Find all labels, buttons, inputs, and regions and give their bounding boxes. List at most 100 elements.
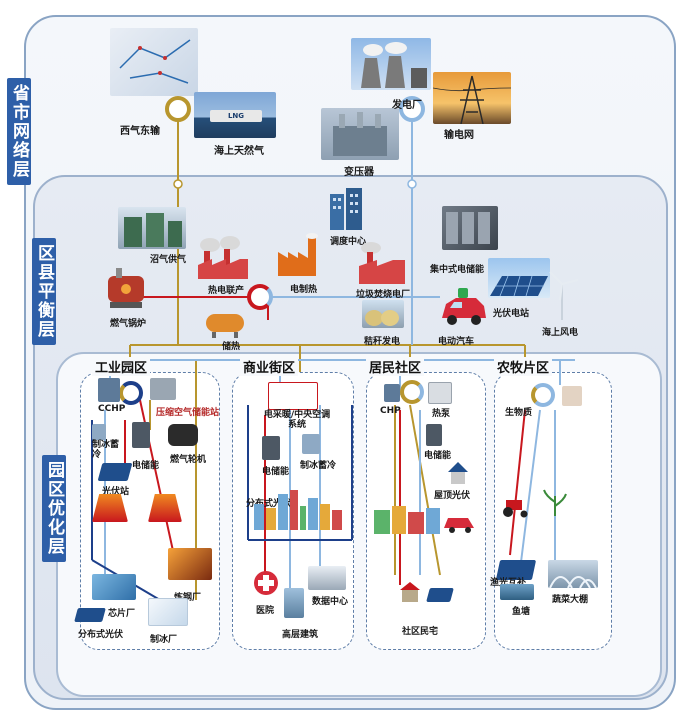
dist-pv-label: 分布式光伏 [78, 630, 124, 640]
residential-chp-label: CHP [380, 406, 401, 416]
ice-plant-label: 制冰厂 [150, 635, 178, 645]
fishpond-image [500, 584, 534, 600]
cchp-label: CCHP [98, 404, 126, 414]
waste-plant-icon [357, 240, 407, 284]
biomass-label: 生物质 [505, 408, 533, 418]
ice-storage-icon [92, 424, 106, 440]
commercial-ice-storage-label: 制冰蓄冷 [300, 461, 337, 471]
residential-e-storage-label: 电储能 [424, 451, 452, 461]
fishpond-label: 鱼塘 [512, 607, 531, 617]
ac-system-label: 电采暖/中央空调系统 [263, 410, 331, 430]
ev-label: 电动汽车 [438, 337, 475, 347]
industrial-pv-label: 光伏站 [102, 487, 130, 497]
province-layer-label: 省市网络层 [7, 78, 31, 185]
farm-zone-title: 农牧片区 [494, 357, 553, 376]
dist-pv-icon [74, 608, 106, 622]
datacenter-label: 数据中心 [312, 597, 349, 607]
waste-plant-label: 垃圾焚烧电厂 [356, 290, 411, 300]
datacenter-image [308, 566, 346, 590]
transformer-label: 变压器 [344, 167, 374, 178]
highrise-image [284, 588, 304, 618]
chp-plant-label: 热电联产 [208, 286, 245, 296]
lng-ship-text: LNG [210, 110, 262, 122]
heat-pump-label: 热泵 [432, 409, 451, 419]
ev-icon [438, 286, 490, 328]
caes-label: 压缩空气储能站 [156, 408, 220, 418]
fish-pv-label: 渔光互补 [490, 578, 527, 588]
industrial-e-storage-icon [132, 422, 150, 448]
offshore-wind-icon [542, 270, 582, 320]
gas-turbine-icon [168, 424, 198, 446]
pipeline-map-image [110, 28, 198, 96]
gas-boiler-label: 燃气锅炉 [110, 319, 147, 329]
lng-ship-image: LNG [194, 92, 276, 138]
straw-power-label: 秸秆发电 [364, 337, 401, 347]
chip-plant-label: 芯片厂 [108, 609, 136, 619]
power-plant-label: 发电厂 [392, 100, 422, 111]
offshore-wind-label: 海上风电 [542, 328, 579, 338]
west-east-gas-label: 西气东输 [120, 126, 160, 137]
chp-plant-icon [196, 235, 250, 279]
residential-zone-title: 居民社区 [366, 357, 425, 376]
hospital-icon [252, 570, 280, 596]
straw-power-image [362, 300, 404, 328]
electric-heating-icon [276, 232, 322, 276]
industrial-pv-icon [97, 463, 133, 481]
power-hub-ring [399, 96, 425, 122]
grid-label: 输电网 [444, 130, 474, 141]
commercial-e-storage-icon [262, 436, 280, 460]
dispatch-center-icon [326, 188, 366, 230]
highrise-label: 高层建筑 [282, 630, 319, 640]
gas-turbine-label: 燃气轮机 [170, 455, 207, 465]
storage-center-label: 集中式电储能 [430, 265, 485, 275]
dispatch-label: 调度中心 [330, 237, 367, 247]
ac-system-icon [268, 382, 318, 410]
residential-chp-icon [384, 384, 400, 402]
residential-street-image [372, 500, 476, 534]
caes-icon [150, 378, 176, 400]
biomass-facility-icon [562, 386, 582, 406]
industrial-hub-ring [119, 381, 143, 405]
commercial-dist-pv-label: 分布式光伏 [246, 499, 292, 509]
park-layer-label: 园区优化层 [42, 455, 66, 562]
greenhouse-image [548, 560, 598, 589]
residential-e-storage-icon [426, 424, 442, 446]
power-plant-image [351, 38, 431, 90]
commercial-skyline-image [252, 490, 344, 530]
gas-boiler-icon [102, 266, 150, 312]
pv-station-image [488, 258, 550, 298]
district-hub-ring [247, 284, 273, 310]
biogas-tank-image [118, 207, 186, 249]
heat-pump-icon [428, 382, 452, 404]
heat-storage-icon [202, 308, 248, 338]
lng-label: 海上天然气 [214, 146, 264, 157]
transmission-tower-image [432, 72, 512, 125]
storage-center-image [442, 206, 498, 250]
homes-icon [398, 580, 422, 602]
greenhouse-label: 蔬菜大棚 [552, 595, 589, 605]
steel-plant-image [168, 548, 212, 580]
heat-storage-label: 储热 [222, 342, 241, 352]
homes-pv-icon [426, 588, 454, 602]
residential-hub-ring [400, 380, 424, 404]
district-layer-label: 区县平衡层 [32, 238, 56, 345]
crop-icon [540, 488, 570, 516]
biogas-label: 沼气供气 [150, 255, 187, 265]
pv-station-label: 光伏电站 [493, 309, 530, 319]
tractor-icon [500, 494, 530, 518]
electric-heating-label: 电制热 [290, 285, 318, 295]
industrial-tower-2 [148, 494, 182, 522]
roof-pv-icon [446, 460, 470, 484]
commercial-ice-storage-icon [302, 434, 320, 454]
cchp-unit-icon [98, 378, 120, 402]
transformer-image [321, 108, 399, 160]
hospital-label: 医院 [256, 606, 275, 616]
ice-storage-label: 制冰蓄冷 [92, 440, 120, 460]
ice-plant-image [148, 598, 188, 626]
chip-plant-image [92, 574, 136, 600]
farm-hub-ring [531, 383, 555, 407]
commercial-zone-title: 商业街区 [240, 357, 299, 376]
commercial-e-storage-label: 电储能 [262, 467, 290, 477]
roof-pv-label: 屋顶光伏 [434, 491, 471, 501]
industrial-e-storage-label: 电储能 [132, 461, 160, 471]
